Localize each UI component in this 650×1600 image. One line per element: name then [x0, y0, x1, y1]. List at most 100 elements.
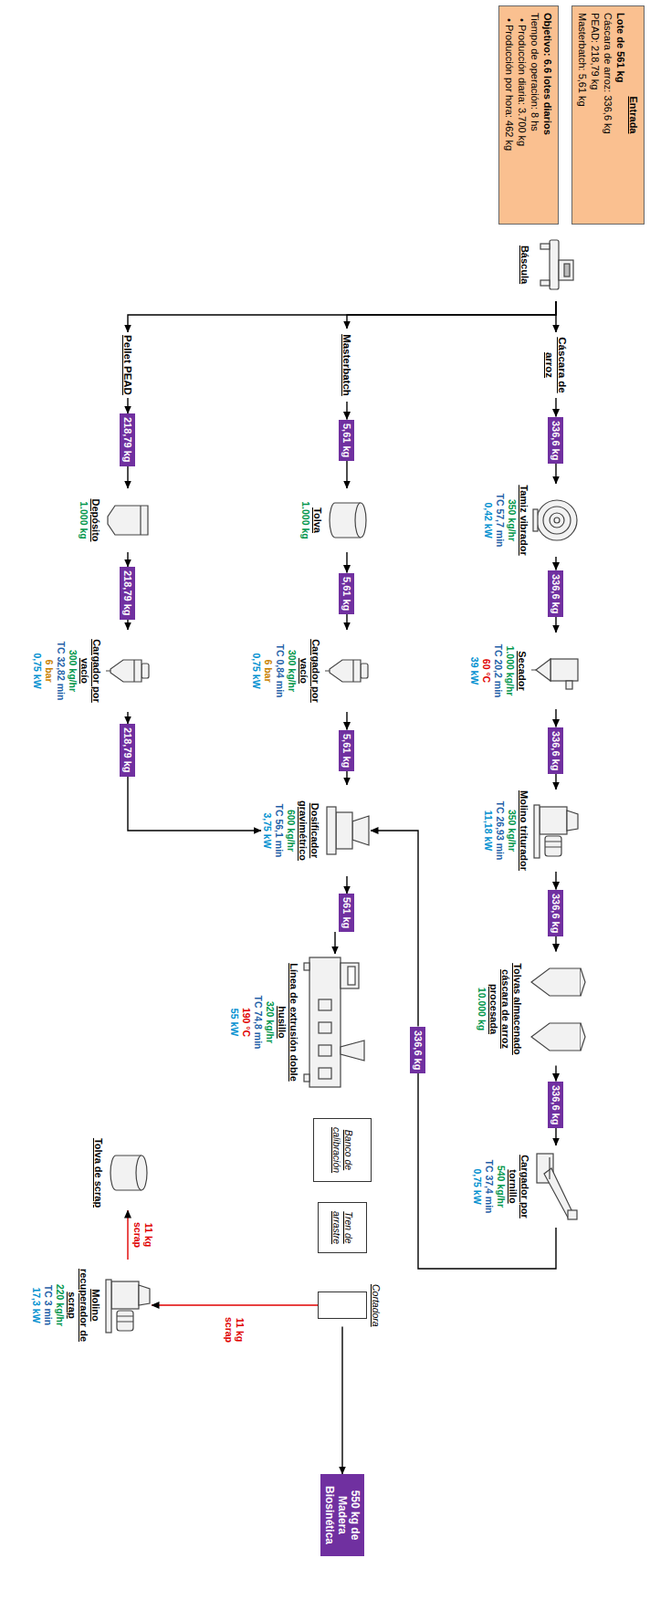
equipment-drawing: [533, 232, 579, 297]
label-text: 540 kg/hr: [494, 1145, 507, 1228]
screw-loader: Cargador por tornillo540 kg/hrTC 37,4 mi…: [471, 1145, 579, 1228]
label-text: Cáscara de arroz: 336,6 kg: [601, 12, 615, 218]
label-text: Molino triturador: [517, 789, 530, 872]
flow-connector: [126, 1210, 128, 1260]
flow-connector: [127, 301, 556, 333]
label-text: Dosificador gravimétrico: [296, 785, 321, 877]
equipment-drawing: [324, 652, 370, 690]
label-text: Báscula: [518, 228, 531, 302]
flow-connector: [151, 1304, 318, 1306]
label-text: 350 kg/hr: [505, 483, 518, 557]
label-text: 6 bar: [262, 629, 274, 713]
label-text: 0,42 kW: [482, 483, 494, 557]
label-text: 11,18 kW: [482, 789, 494, 872]
label-text: 5,61 kg: [340, 423, 353, 458]
mass-tag: 5,61 kg: [338, 573, 355, 615]
label-text: 300 kg/hr: [66, 629, 79, 713]
flow-connector: [370, 830, 419, 1028]
label-text: 0,75 kW: [250, 629, 263, 713]
equipment-icon: [525, 959, 587, 1060]
label-text: Masterbatch: 5,61 kg: [576, 12, 589, 218]
equipment-drawing: [530, 650, 582, 692]
label-text: Entrada: [627, 12, 640, 218]
equipment-icon: [324, 652, 370, 690]
label-text: 336,6 kg: [411, 1030, 424, 1070]
label-text: 336,6 kg: [549, 420, 562, 461]
label-text: 0,75 kW: [31, 629, 43, 713]
flow-connector: [126, 619, 128, 630]
label-text: 218,79 kg: [121, 727, 134, 774]
label-text: TC 74,8 min: [251, 954, 264, 1091]
label-text: 60 °C: [480, 632, 493, 710]
label-text: 300 kg/hr: [285, 629, 298, 713]
flow-connector: [345, 712, 347, 731]
label-text: 218,79 kg: [121, 570, 134, 617]
flow-connector: [126, 398, 128, 414]
label-text: TC 37,4 min: [482, 1145, 495, 1228]
flow-connector: [555, 1128, 556, 1147]
label-text: Cargador por tornillo: [506, 1145, 531, 1228]
equipment-drawing: [532, 801, 580, 860]
cutter: Cortadora: [317, 1284, 382, 1328]
equipment-drawing: [106, 1150, 149, 1196]
mass-tag: 218,79 kg: [119, 723, 136, 777]
mass-tag: 218,79 kg: [119, 566, 136, 620]
mass-tag: 336,6 kg: [547, 417, 564, 464]
label-text: Banco de calibración: [330, 1121, 355, 1180]
edge-label: 11 kg scrap: [131, 1216, 156, 1255]
label-text: Tamiz vibrador: [517, 483, 530, 557]
vacuum-loader: Cargador por vacío300 kg/hrTC 32,82 min6…: [31, 629, 151, 713]
flow-connector: [345, 461, 347, 490]
mass-tag: 561 kg: [338, 893, 355, 933]
equipment-icon: [106, 1150, 149, 1196]
flow-connector: [418, 1073, 556, 1270]
flow-connector: [555, 463, 556, 485]
equipment-icon: [302, 954, 368, 1091]
equipment-drawing: [323, 803, 371, 859]
label-text: 6 bar: [42, 629, 55, 713]
mass-tag: 336,6 kg: [547, 727, 564, 775]
equipment-drawing: [533, 1150, 579, 1224]
tank-equipment: Depósito1.000 kg: [77, 488, 152, 553]
equipment-drawing: [104, 1276, 152, 1335]
equipment-drawing: [104, 500, 152, 541]
flow-connector: [555, 556, 556, 571]
label-text: 5,61 kg: [340, 733, 353, 768]
mass-tag: 336,6 kg: [547, 1081, 564, 1129]
dryer-equipment: Secador1.000 kg/hrTC 20,2 min60 °C39 kW: [468, 632, 582, 710]
mass-tag: 218,79 kg: [119, 413, 136, 467]
flow-connector: [345, 771, 347, 787]
flow-connector: [127, 776, 262, 831]
label-text: 220 kg/hr: [53, 1259, 66, 1352]
calibration-bench: Banco de calibración: [313, 1118, 372, 1183]
label-text: Tren de arrastre: [330, 1205, 355, 1251]
label-text: TC 56,1 min: [272, 785, 285, 877]
label-text: 55 kW: [228, 954, 241, 1091]
equipment-icon: [530, 650, 582, 692]
mass-tag: 336,6 kg: [409, 1027, 426, 1074]
label-text: TC 32,82 min: [54, 629, 67, 713]
label-text: 39 kW: [468, 632, 481, 710]
flow-connector: [334, 932, 336, 955]
label-text: Lote de 561 kg: [614, 12, 628, 218]
label-text: Cáscara de arroz: [543, 332, 569, 399]
mass-tag: 5,61 kg: [338, 419, 355, 462]
label-text: 218,79 kg: [121, 417, 134, 463]
label-text: Secador: [515, 632, 528, 710]
label-text: 5,61 kg: [340, 576, 353, 611]
label-text: Pellet PEAD: [121, 332, 135, 399]
edge-label: 11 kg scrap: [222, 1310, 247, 1350]
flow-connector: [555, 709, 556, 728]
material-label: Pellet PEAD: [121, 332, 135, 399]
label-text: Cargador por vacío: [78, 629, 103, 713]
equipment-drawing: [104, 652, 151, 690]
scale-station: Báscula: [518, 228, 579, 302]
label-text: Tolva de scrap: [92, 1135, 105, 1211]
label-text: • Producción por hora: 462 kg: [503, 12, 516, 218]
label-text: 336,6 kg: [549, 574, 562, 614]
label-text: TC 26,93 min: [493, 789, 506, 872]
scrap-hopper: Tolva de scrap: [92, 1135, 149, 1211]
label-text: 190 °C: [240, 954, 252, 1091]
flow-connector: [126, 466, 128, 489]
label-text: 0,75 kW: [471, 1145, 483, 1228]
